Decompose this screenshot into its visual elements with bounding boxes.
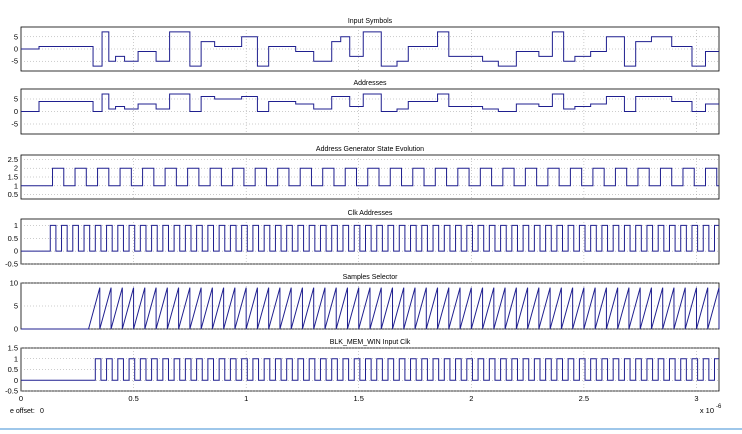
y-tick-label: -0.5: [5, 387, 18, 396]
x-tick-label: 1: [244, 394, 248, 403]
x-tick-label: 1.5: [354, 394, 364, 403]
y-tick-label: 0: [14, 376, 18, 385]
panel-3: Address Generator State Evolution 2.521.5…: [8, 146, 720, 200]
panel-title: Address Generator State Evolution: [316, 146, 424, 153]
y-tick-label: -0.5: [5, 260, 18, 269]
x-tick-label: 2.5: [579, 394, 589, 403]
y-tick-label: 1: [14, 354, 18, 363]
y-tick-label: 0: [14, 45, 18, 54]
y-tick-label: 5: [14, 95, 18, 104]
y-tick-label: 0.5: [8, 190, 18, 199]
panel-title: Clk Addresses: [348, 210, 393, 217]
y-tick-label: -5: [11, 120, 18, 129]
y-tick-label: 1: [14, 181, 18, 190]
x-axis-multiplier: x 10: [700, 406, 714, 415]
y-tick-label: 0: [14, 107, 18, 116]
time-offset-label: e offset:: [10, 408, 35, 415]
signal-trace: [21, 358, 719, 381]
y-tick-label: 5: [14, 302, 18, 311]
y-tick-label: 0.5: [8, 365, 18, 374]
panel-4: Clk Addresses 1 0.5 0 -0.5: [5, 210, 720, 269]
time-offset-value: 0: [40, 408, 44, 415]
panel-title: Samples Selector: [343, 274, 399, 281]
panel-1: Input Symbols 5 0 -5: [11, 18, 720, 72]
y-tick-label: 2.5: [8, 155, 18, 164]
y-tick-label: 0.5: [8, 234, 18, 243]
signal-trace: [21, 167, 719, 187]
y-tick-label: 1.5: [8, 344, 18, 353]
signal-trace: [21, 31, 719, 67]
panel-title: Input Symbols: [348, 18, 393, 25]
y-tick-label: 0: [14, 325, 18, 334]
signal-trace: [21, 224, 719, 252]
x-tick-label: 0.5: [128, 394, 138, 403]
x-tick-label: 3: [694, 394, 698, 403]
y-tick-label: 1: [14, 221, 18, 230]
y-tick-label: 0: [14, 247, 18, 256]
status-bar: e offset: 0: [0, 404, 742, 426]
panel-title: BLK_MEM_WIN Input Clk: [330, 339, 411, 346]
panel-2: Addresses 5 0 -5: [11, 80, 720, 135]
y-tick-label: 1.5: [8, 173, 18, 182]
x-tick-label: 0: [19, 394, 23, 403]
signal-trace: [21, 93, 719, 112]
panel-6: BLK_MEM_WIN Input Clk 1.51 0.5 0 -0.5: [5, 339, 720, 396]
y-tick-label: 5: [14, 32, 18, 41]
bottom-divider: [0, 428, 742, 430]
x-tick-label: 2: [469, 394, 473, 403]
y-tick-label: -5: [11, 57, 18, 66]
signal-trace: [21, 287, 720, 330]
y-tick-label: 10: [10, 279, 18, 288]
x-axis-exponent: -6: [716, 404, 722, 410]
plot-frame: [20, 218, 720, 265]
panel-5: Samples Selector 10 5 0: [10, 274, 720, 334]
panel-title: Addresses: [353, 80, 387, 87]
y-tick-label: 2: [14, 164, 18, 173]
